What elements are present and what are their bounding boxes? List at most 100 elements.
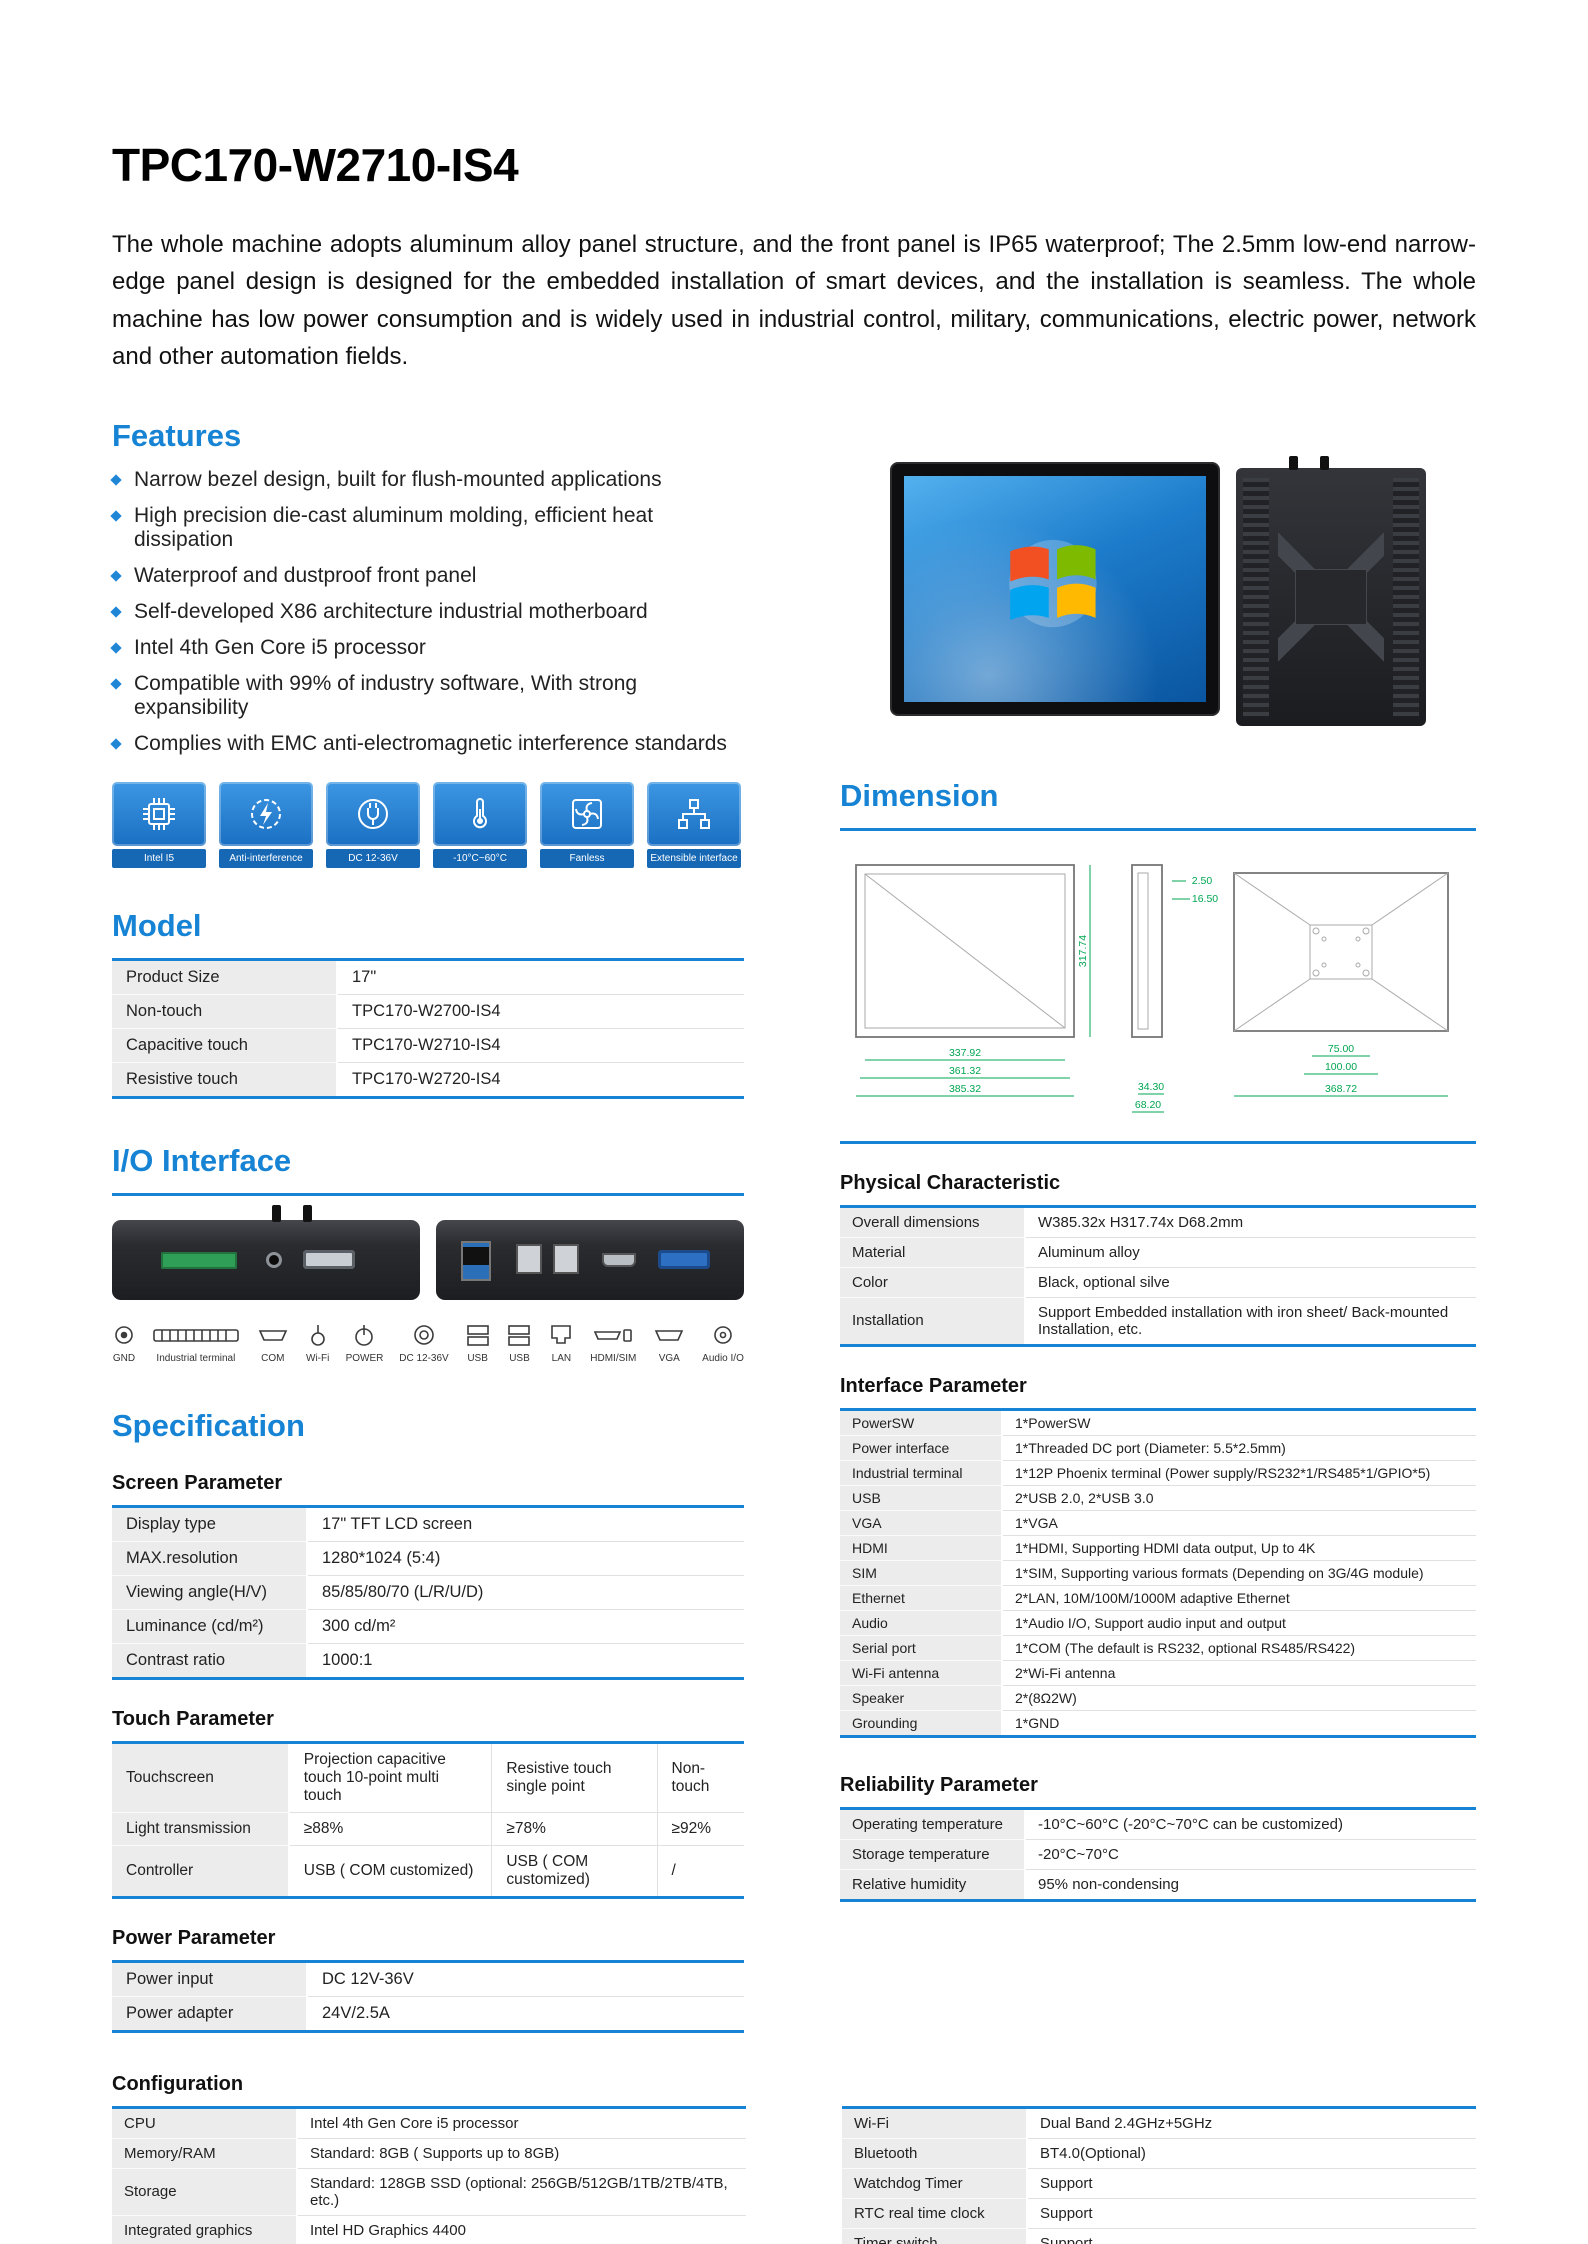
product-image-rear	[1236, 455, 1426, 726]
spec-label: Product Size	[112, 959, 338, 995]
dim-label: 100.00	[1325, 1061, 1357, 1073]
spec-label: Color	[840, 1267, 1026, 1298]
screen-parameter-table: Display type 17" TFT LCD screen MAX.reso…	[112, 1504, 744, 1680]
spec-label: Wi-Fi	[842, 2107, 1028, 2139]
windows-logo-icon	[1001, 535, 1105, 634]
spec-label: Material	[840, 1237, 1026, 1268]
usb-port-icon	[508, 1324, 531, 1346]
port-item: DC 12-36V	[399, 1322, 449, 1364]
spec-label: Power adapter	[112, 1996, 308, 2032]
spec-value: 95% non-condensing	[1038, 1875, 1179, 1893]
port-item: Audio I/O	[702, 1322, 744, 1364]
spec-label: Serial port	[840, 1635, 1003, 1661]
badge-label: Extensible interface	[647, 848, 741, 868]
spec-value: Support Embedded installation with iron …	[1038, 1303, 1449, 1338]
vga-port-icon	[655, 1329, 684, 1341]
spec-value: 2*Wi-Fi antenna	[1002, 1660, 1476, 1686]
spec-label: Non-touch	[112, 994, 338, 1029]
interface-parameter-heading: Interface Parameter	[840, 1374, 1027, 1397]
heatsink-fins	[1243, 477, 1269, 716]
spec-value: ≥92%	[656, 1812, 744, 1846]
spec-value: USB ( COM customized)	[288, 1845, 492, 1898]
spec-value: 1*VGA	[1002, 1510, 1476, 1536]
spec-label: Memory/RAM	[112, 2138, 298, 2169]
bullet-icon	[110, 606, 122, 618]
spec-label: Power interface	[840, 1435, 1003, 1461]
table-row: RTC real time clock Support	[842, 2198, 1476, 2229]
lan-port-icon	[551, 1324, 572, 1344]
table-row: Speaker 2*(8Ω2W)	[840, 1685, 1476, 1711]
dim-label: 337.92	[949, 1047, 981, 1059]
spec-value: 1000:1	[322, 1650, 373, 1669]
table-row: Storage temperature -20°C~70°C	[840, 1839, 1476, 1870]
spec-label: Display type	[112, 1506, 308, 1542]
spec-label: Storage	[112, 2168, 298, 2216]
screen-parameter-heading: Screen Parameter	[112, 1471, 283, 1494]
table-row: Contrast ratio 1000:1	[112, 1643, 744, 1679]
spec-label: MAX.resolution	[112, 1541, 308, 1576]
spec-value: 1*12P Phoenix terminal (Power supply/RS2…	[1002, 1460, 1476, 1486]
extensible-interface-icon	[647, 781, 741, 846]
table-row: Audio 1*Audio I/O, Support audio input a…	[840, 1610, 1476, 1636]
right-column: Dimension	[840, 418, 1476, 1902]
configuration-tables: CPU Intel 4th Gen Core i5 processor Memo…	[112, 2105, 1476, 2244]
spec-value: Intel 4th Gen Core i5 processor	[297, 2107, 746, 2139]
spec-value: Standard: 8GB ( Supports up to 8GB)	[297, 2138, 746, 2169]
spec-label: Power input	[112, 1961, 308, 1997]
spec-label: VGA	[840, 1510, 1003, 1536]
spec-label: Ethernet	[840, 1585, 1003, 1611]
spec-label: Audio	[840, 1610, 1003, 1636]
spec-value: 2*LAN, 10M/100M/1000M adaptive Ethernet	[1002, 1585, 1476, 1611]
spec-label: Bluetooth	[842, 2138, 1028, 2169]
dimension-section: Dimension	[840, 778, 1476, 1144]
spec-value: Non-touch	[656, 1742, 744, 1813]
table-row: Power interface 1*Threaded DC port (Diam…	[840, 1435, 1476, 1461]
spec-label: Relative humidity	[840, 1869, 1026, 1901]
intro-paragraph: The whole machine adopts aluminum alloy …	[112, 231, 1476, 371]
features-heading: Features	[112, 417, 242, 453]
physical-characteristic-heading: Physical Characteristic	[840, 1171, 1061, 1194]
spec-label: HDMI	[840, 1535, 1003, 1561]
hdmi-sim-icon	[594, 1328, 633, 1342]
port-item: LAN	[548, 1322, 574, 1364]
lan-port	[553, 1243, 580, 1274]
spec-value: -10°C~60°C (-20°C~70°C can be customized…	[1025, 1808, 1476, 1840]
spec-label: PowerSW	[840, 1409, 1003, 1436]
badge-intel-i5: Intel I5	[112, 781, 206, 868]
port-item: HDMI/SIM	[590, 1322, 636, 1364]
table-row: Wi-Fi Dual Band 2.4GHz+5GHz	[842, 2107, 1476, 2139]
spec-label: USB	[840, 1485, 1003, 1511]
badge-label: Fanless	[540, 848, 634, 868]
table-row: MAX.resolution 1280*1024 (5:4)	[112, 1541, 744, 1576]
spec-value: USB ( COM customized)	[491, 1845, 657, 1898]
hdmi-port	[602, 1253, 637, 1268]
model-section: Model Product Size 17" Non-touch TPC170-…	[112, 908, 744, 1099]
wifi-port-icon	[310, 1324, 325, 1346]
port-item: USB	[506, 1322, 532, 1364]
usb-port-icon	[466, 1324, 489, 1346]
port-item: GND	[112, 1322, 136, 1364]
anti-interference-icon	[219, 781, 313, 846]
badge-dc-power: DC 12-36V	[326, 781, 420, 868]
spec-label: Overall dimensions	[840, 1206, 1026, 1238]
spec-value: 1*Threaded DC port (Diameter: 5.5*2.5mm)	[1002, 1435, 1476, 1461]
doc-header: TPC170-W2710-IS4 The whole machine adopt…	[112, 138, 1476, 376]
table-row: Memory/RAM Standard: 8GB ( Supports up t…	[112, 2138, 746, 2169]
spec-label: Capacitive touch	[112, 1028, 338, 1063]
table-row: Light transmission ≥88% ≥78% ≥92%	[112, 1812, 744, 1846]
antenna-connector	[1289, 455, 1299, 470]
spec-label: Installation	[840, 1297, 1026, 1346]
spec-label: Resistive touch	[112, 1062, 338, 1098]
feature-text: Compatible with 99% of industry software…	[134, 671, 638, 719]
spec-value: Dual Band 2.4GHz+5GHz	[1027, 2107, 1476, 2139]
spec-label: Light transmission	[112, 1812, 290, 1846]
table-row: Touchscreen Projection capacitive touch …	[112, 1742, 744, 1813]
feature-item: Complies with EMC anti-electromagnetic i…	[110, 732, 744, 756]
spec-value: Standard: 128GB SSD (optional: 256GB/512…	[297, 2168, 746, 2216]
io-photo-left	[112, 1204, 420, 1300]
dim-label: 368.72	[1325, 1083, 1357, 1095]
table-row: Grounding 1*GND	[840, 1710, 1476, 1737]
table-row: HDMI 1*HDMI, Supporting HDMI data output…	[840, 1535, 1476, 1561]
table-row: Capacitive touch TPC170-W2710-IS4	[112, 1028, 744, 1063]
table-row: Material Aluminum alloy	[840, 1237, 1476, 1268]
